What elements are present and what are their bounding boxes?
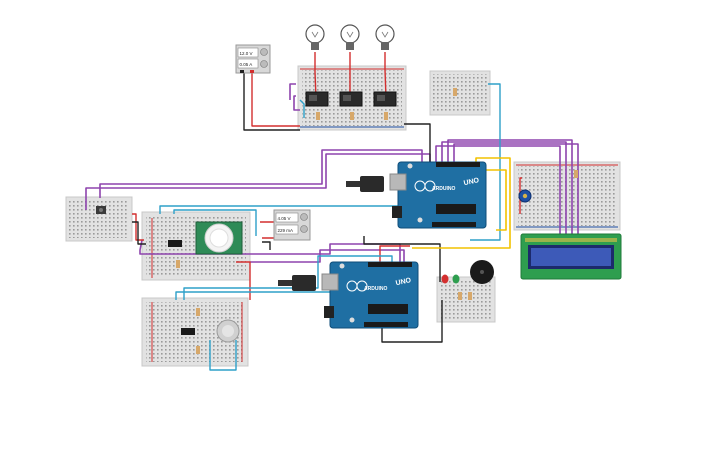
arduino-uno-top[interactable]: ARDUINO UNO xyxy=(346,161,487,229)
arduino-brand: ARDUINO xyxy=(364,286,387,292)
wire-black[interactable] xyxy=(243,72,300,131)
led-icon[interactable] xyxy=(452,274,460,284)
wire-purple[interactable] xyxy=(293,95,300,111)
power-supply-current: 0.05 A xyxy=(240,62,253,67)
wire-red[interactable] xyxy=(384,52,387,99)
arduino-uno-bottom[interactable]: ARDUINO UNO xyxy=(278,261,419,329)
wire-blue[interactable] xyxy=(470,83,501,241)
wire-black[interactable] xyxy=(381,300,443,343)
relay-icon[interactable] xyxy=(373,91,397,107)
arduino-model: UNO xyxy=(463,177,480,187)
ic-chip xyxy=(181,328,195,335)
wire-blue[interactable] xyxy=(173,209,257,236)
wire-black[interactable] xyxy=(404,123,431,162)
wire-red[interactable] xyxy=(132,213,144,241)
power-supply-mid[interactable]: 4.05 V 229 mA xyxy=(273,209,311,241)
potentiometer-icon[interactable] xyxy=(518,189,532,203)
wire-red[interactable] xyxy=(314,52,317,99)
led-icon[interactable] xyxy=(441,274,449,284)
wire-purple[interactable] xyxy=(447,139,573,238)
bulb-icon[interactable] xyxy=(305,24,325,50)
wire-yellow[interactable] xyxy=(412,157,511,249)
breadboard-top-right[interactable] xyxy=(429,70,491,116)
wire-red[interactable] xyxy=(251,72,300,127)
ic-chip xyxy=(168,240,182,247)
wire-purple[interactable] xyxy=(250,249,405,263)
wire-purple[interactable] xyxy=(435,145,561,238)
power-supply-voltage: 4.05 V xyxy=(278,216,291,221)
wire-purple[interactable] xyxy=(441,141,567,238)
power-supply-current: 229 mA xyxy=(278,228,294,233)
relay-icon[interactable] xyxy=(339,91,363,107)
wires xyxy=(85,52,579,371)
buzzer-icon[interactable] xyxy=(470,260,494,284)
lcd-display[interactable] xyxy=(520,233,622,280)
wire-blue[interactable] xyxy=(159,205,400,214)
power-supply-top[interactable]: 12.0 V 0.05 A xyxy=(235,44,271,74)
wire-red[interactable] xyxy=(379,245,410,262)
arduino-brand: ARDUINO xyxy=(432,186,455,192)
wire-purple[interactable] xyxy=(289,83,296,100)
wire-blue[interactable] xyxy=(183,255,393,300)
relay-icon[interactable] xyxy=(305,91,329,107)
wire-black[interactable] xyxy=(132,221,146,245)
wire-purple[interactable] xyxy=(99,149,423,198)
usb-plug-icon xyxy=(346,176,384,192)
wire-black[interactable] xyxy=(363,236,441,282)
wire-yellow[interactable] xyxy=(482,169,507,231)
breadboard-lcd[interactable] xyxy=(513,161,621,231)
arduino-model: UNO xyxy=(395,277,412,287)
breadboard-left[interactable] xyxy=(65,196,133,242)
breadboard-buzzer[interactable] xyxy=(436,276,496,323)
wire-black[interactable] xyxy=(262,241,271,250)
wire-blue[interactable] xyxy=(209,340,237,371)
bulb-icon[interactable] xyxy=(340,24,360,50)
resistors xyxy=(176,88,578,354)
pir-sensor-icon[interactable] xyxy=(195,221,243,255)
push-button-icon[interactable] xyxy=(96,206,106,214)
gas-sensor-icon[interactable] xyxy=(216,319,240,343)
usb-plug-icon xyxy=(278,275,316,291)
power-supply-voltage: 12.0 V xyxy=(240,51,253,56)
wire-blue[interactable] xyxy=(299,99,305,118)
wire-red[interactable] xyxy=(519,177,522,214)
bulb-icon[interactable] xyxy=(375,24,395,50)
